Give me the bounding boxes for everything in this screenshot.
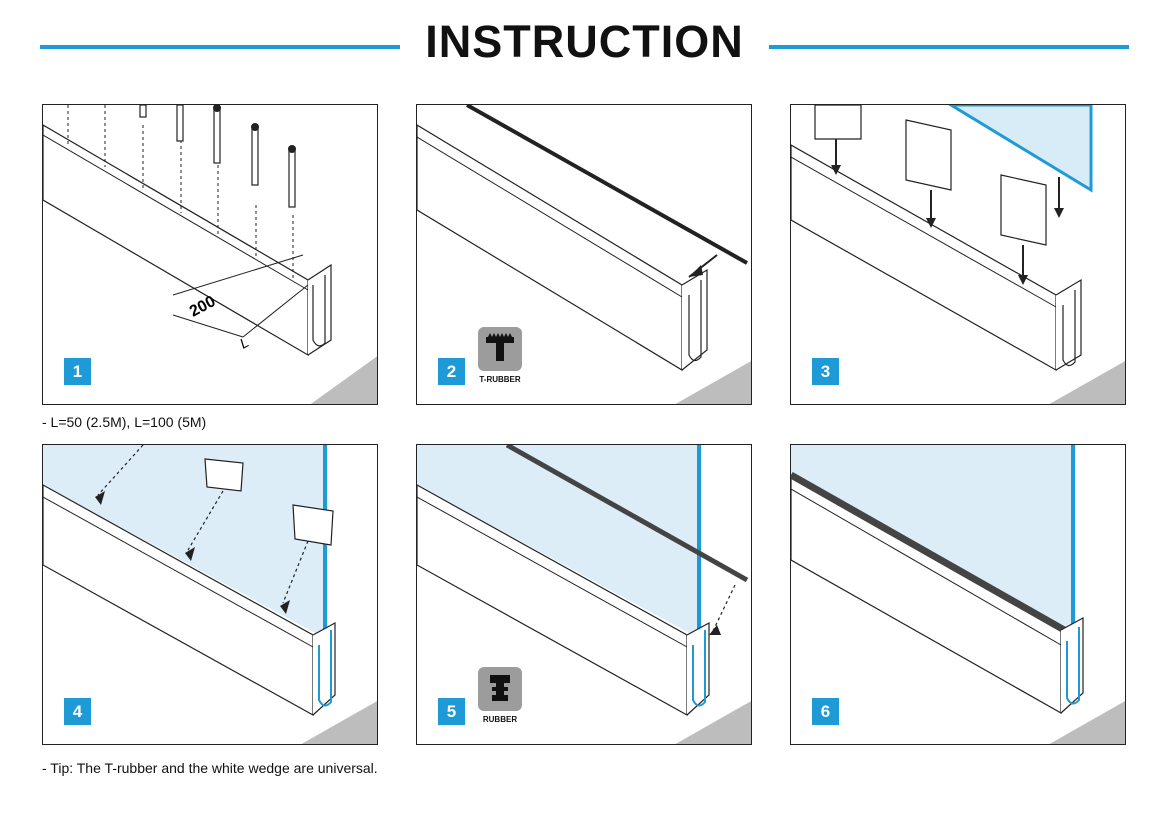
step-5-panel: 5 RUBBER <box>416 444 752 745</box>
step-number-6: 6 <box>812 698 839 725</box>
step-number-1: 1 <box>64 358 91 385</box>
step-number-4: 4 <box>64 698 91 725</box>
step-3-illustration <box>791 105 1125 404</box>
step-number-2: 2 <box>438 358 465 385</box>
step-5-illustration <box>417 445 751 744</box>
rubber-label: RUBBER <box>482 715 518 724</box>
length-note: - L=50 (2.5M), L=100 (5M) <box>42 414 207 430</box>
step-1-panel: 200 L 1 <box>42 104 378 405</box>
header-line-right <box>769 45 1129 49</box>
step-3-panel: 3 <box>790 104 1126 405</box>
step-2-panel: 2 T-RUBBER <box>416 104 752 405</box>
step-1-illustration: 200 L <box>43 105 377 404</box>
rubber-icon: RUBBER <box>474 667 526 729</box>
step-2-illustration <box>417 105 751 404</box>
length-label: L <box>237 334 251 352</box>
step-4-illustration <box>43 445 377 744</box>
t-rubber-label: T-RUBBER <box>479 375 521 384</box>
step-number-5: 5 <box>438 698 465 725</box>
header-line-left <box>40 45 400 49</box>
step-6-panel: 6 <box>790 444 1126 745</box>
t-rubber-icon: T-RUBBER <box>474 327 526 389</box>
step-number-3: 3 <box>812 358 839 385</box>
step-4-panel: 4 <box>42 444 378 745</box>
step-6-illustration <box>791 445 1125 744</box>
header: INSTRUCTION <box>0 0 1169 90</box>
page-title: INSTRUCTION <box>425 16 744 67</box>
tip-note: - Tip: The T-rubber and the white wedge … <box>42 760 378 776</box>
